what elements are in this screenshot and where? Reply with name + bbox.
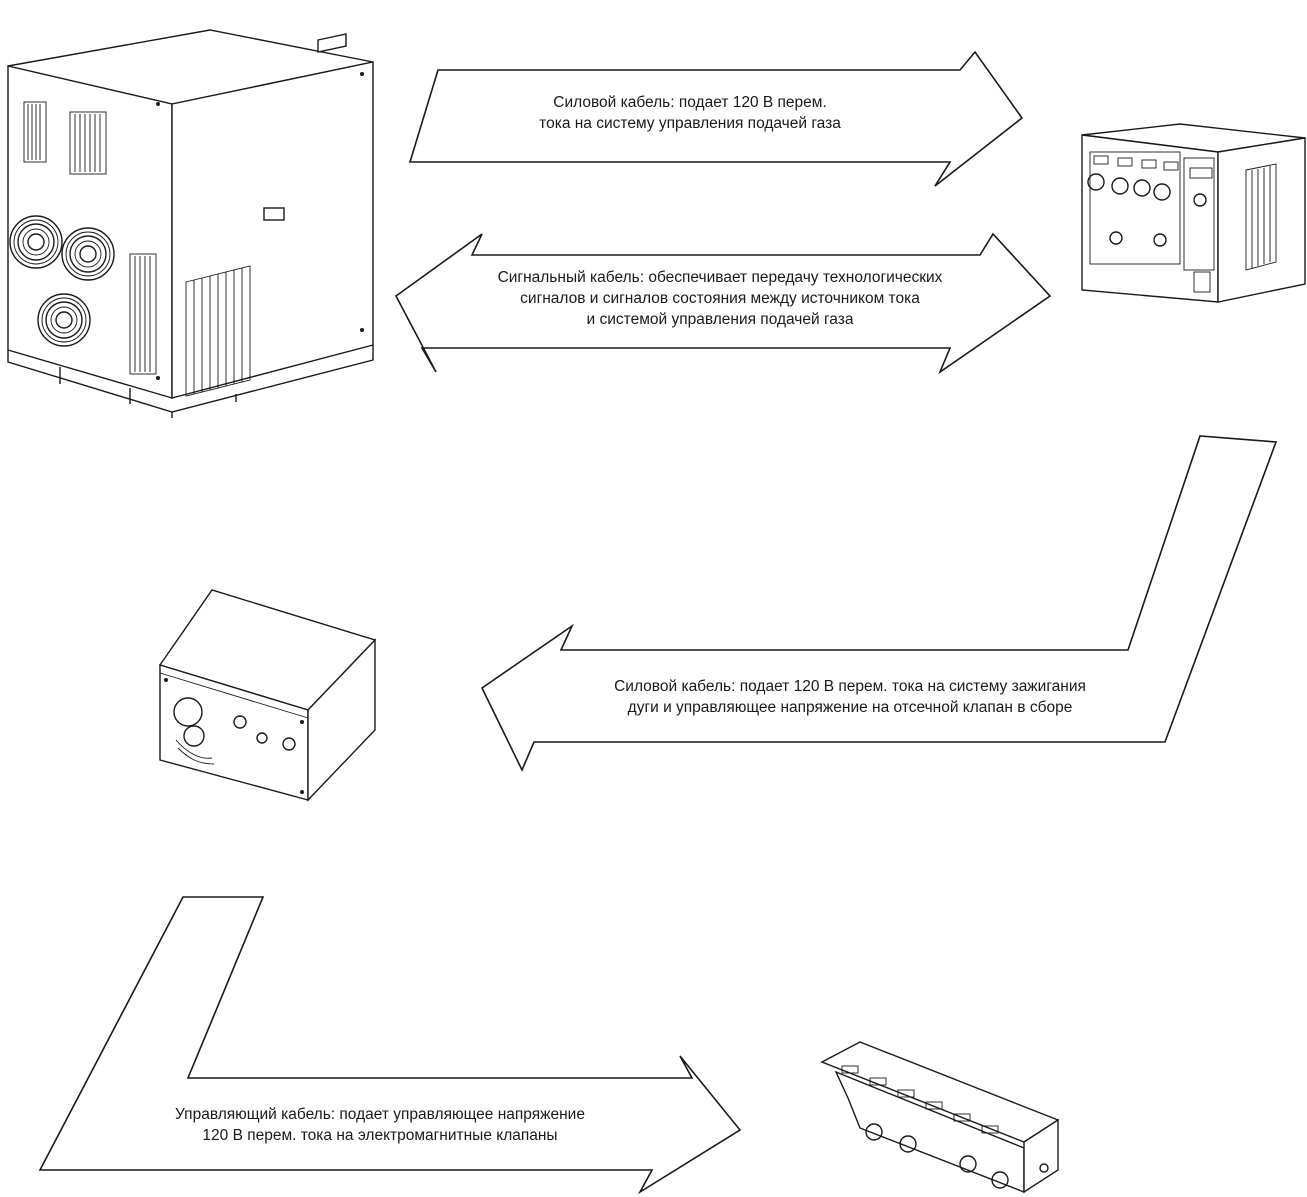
signal-cable-label: Сигнальный кабель: обеспечивает передачу… [420,267,1020,330]
power-cable-arrow-to-gas-console [408,50,1024,187]
ignition-power-cable-label-line1: Силовой кабель: подает 120 В перем. тока… [614,678,1086,695]
control-cable-label: Управляющий кабель: подает управляющее н… [120,1104,640,1146]
signal-cable-label-line2: сигналов и сигналов состояния между исто… [520,290,920,307]
valve-manifold-icon [820,1041,1060,1194]
control-cable-label-line2: 120 В перем. тока на электромагнитные кл… [202,1127,558,1144]
signal-cable-label-line3: и системой управления подачей газа [586,311,854,328]
signal-cable-label-line1: Сигнальный кабель: обеспечивает передачу… [497,269,943,286]
power-cable-label-line2: тока на систему управления подачей газа [539,115,841,132]
power-cable-label: Силовой кабель: подает 120 В перем. тока… [480,92,900,134]
control-cable-label-line1: Управляющий кабель: подает управляющее н… [175,1106,585,1123]
ignition-power-cable-label-line2: дуги и управляющее напряжение на отсечно… [627,699,1073,716]
gas-console-icon [1081,123,1306,303]
power-supply-cabinet-icon [7,29,374,418]
ignition-power-cable-label: Силовой кабель: подает 120 В перем. тока… [530,676,1170,718]
power-cable-label-line1: Силовой кабель: подает 120 В перем. [553,94,827,111]
signal-cable-double-arrow [394,232,1052,375]
control-cable-arrow-to-valves [38,896,742,1195]
ignition-console-icon [158,589,377,802]
power-cable-arrow-to-ignition [480,435,1278,772]
